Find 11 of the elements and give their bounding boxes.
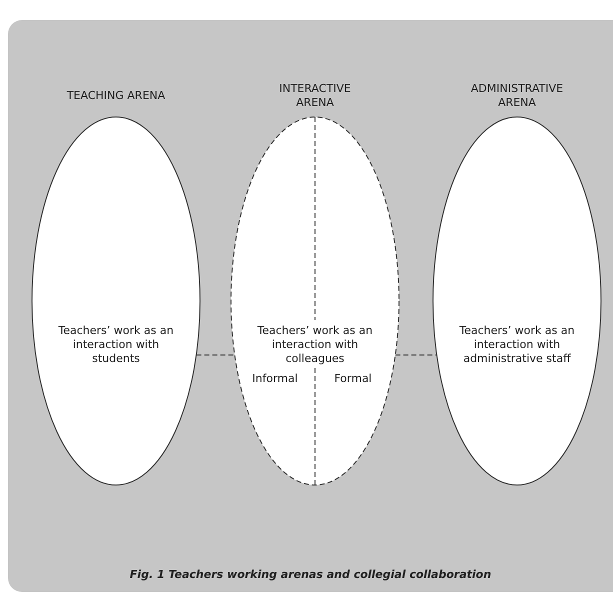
figure-caption: Fig. 1 Teachers working arenas and collegial collaboration	[128, 568, 492, 581]
arena-description: Teachers’ work as an interaction with students	[57, 324, 175, 366]
arena-heading: ADMINISTRATIVE ARENA	[470, 82, 564, 110]
arena-description: Teachers’ work as an interaction with administrative staff	[458, 324, 576, 366]
connector-line	[196, 354, 236, 356]
half-label: Formal	[333, 372, 373, 386]
arena-description: Teachers’ work as an interaction with colleagues	[256, 324, 374, 366]
connector-line	[394, 354, 438, 356]
arena-heading: INTERACTIVE ARENA	[278, 82, 352, 110]
half-label: Informal	[251, 372, 299, 386]
arena-heading: TEACHING ARENA	[66, 89, 166, 103]
